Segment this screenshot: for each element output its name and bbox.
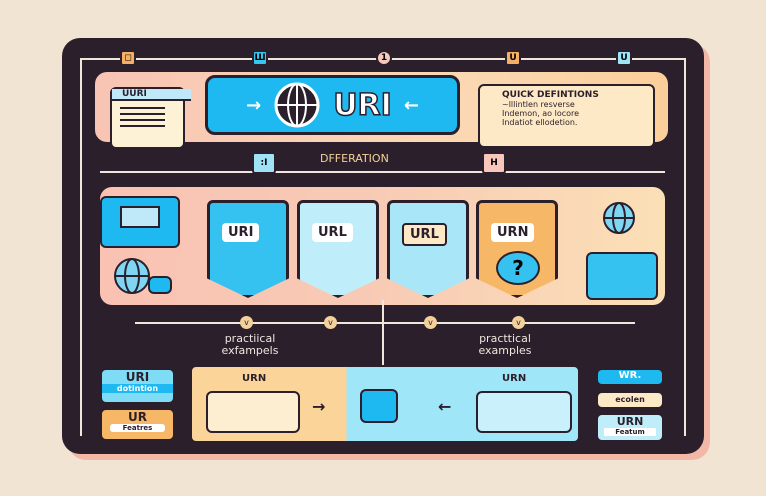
top-icon-3: 1 xyxy=(376,50,392,66)
card-label: URL xyxy=(312,223,353,242)
practical-examples-right: practtical examples xyxy=(478,332,532,357)
card-sub: Featres xyxy=(110,424,165,432)
uri-hero-button[interactable]: → URI ← xyxy=(205,75,460,135)
top-icon-4: U xyxy=(505,50,521,66)
doc-title: UURI xyxy=(112,89,191,101)
card-uri[interactable]: URI xyxy=(207,200,289,298)
section-badge-right: H xyxy=(482,152,506,174)
chevron-down-icon: v xyxy=(324,316,337,329)
globe-icon xyxy=(114,258,150,294)
card-sub: Featum xyxy=(604,428,656,436)
wr-card: WR. xyxy=(596,368,664,386)
quick-line: Indatiot ellodetion. xyxy=(502,118,578,127)
frame-line-left xyxy=(80,58,82,436)
card-url-2[interactable]: URL xyxy=(387,200,469,298)
comparison-box: URN URN → ← xyxy=(190,365,580,443)
frame-line-right xyxy=(684,58,686,436)
arrow-left-icon: ← xyxy=(438,397,452,416)
example-left xyxy=(206,391,300,433)
question-icon: ? xyxy=(496,251,540,285)
ecolen-card: ecolen xyxy=(596,391,664,409)
section-label: DFFERATION xyxy=(320,152,389,165)
connector-vertical xyxy=(382,300,384,370)
section-badge-left: :I xyxy=(252,152,276,174)
comparison-band xyxy=(100,187,665,305)
compare-right-label: URN xyxy=(502,373,527,384)
top-icon-2: Ш xyxy=(252,50,268,66)
compare-left-label: URN xyxy=(242,373,267,384)
document-icon: UURI xyxy=(110,87,191,149)
connector-line xyxy=(135,322,635,324)
arrow-left-icon: ← xyxy=(403,94,419,116)
arrow-right-icon: → xyxy=(312,397,326,416)
card-label: URN xyxy=(491,223,535,242)
arrow-right-icon: → xyxy=(246,94,262,116)
card-sub: dotintion xyxy=(102,384,173,393)
practical-examples-left: practiical exfampels xyxy=(221,332,279,357)
card-url[interactable]: URL xyxy=(297,200,379,298)
camera-icon xyxy=(148,276,172,294)
computer-icon xyxy=(100,196,180,248)
card-urn[interactable]: URN? xyxy=(476,200,558,298)
chevron-down-icon: v xyxy=(424,316,437,329)
quick-definitions-box: QUICK DEFINTIONS ~lllintlen resverse Ind… xyxy=(478,84,655,148)
browser-icon xyxy=(360,389,398,423)
chevron-down-icon: v xyxy=(240,316,253,329)
card-title: URI xyxy=(125,370,150,384)
hero-title: URI xyxy=(332,87,392,124)
quick-line: ~lllintlen resverse xyxy=(502,100,575,109)
globe-icon xyxy=(603,202,635,234)
globe-icon xyxy=(274,82,320,128)
chevron-down-icon: v xyxy=(512,316,525,329)
envelope-icon xyxy=(586,252,658,300)
quick-title: QUICK DEFINTIONS xyxy=(502,90,599,100)
card-label: URL xyxy=(402,223,447,246)
example-right xyxy=(476,391,572,433)
divider-line xyxy=(100,171,665,173)
top-icon-5: U xyxy=(616,50,632,66)
card-title: UR xyxy=(128,410,147,424)
card-label: URI xyxy=(222,223,260,242)
top-icon-1: ◻ xyxy=(120,50,136,66)
card-title: URN xyxy=(616,415,644,428)
quick-line: Indemon, ao locore xyxy=(502,109,580,118)
